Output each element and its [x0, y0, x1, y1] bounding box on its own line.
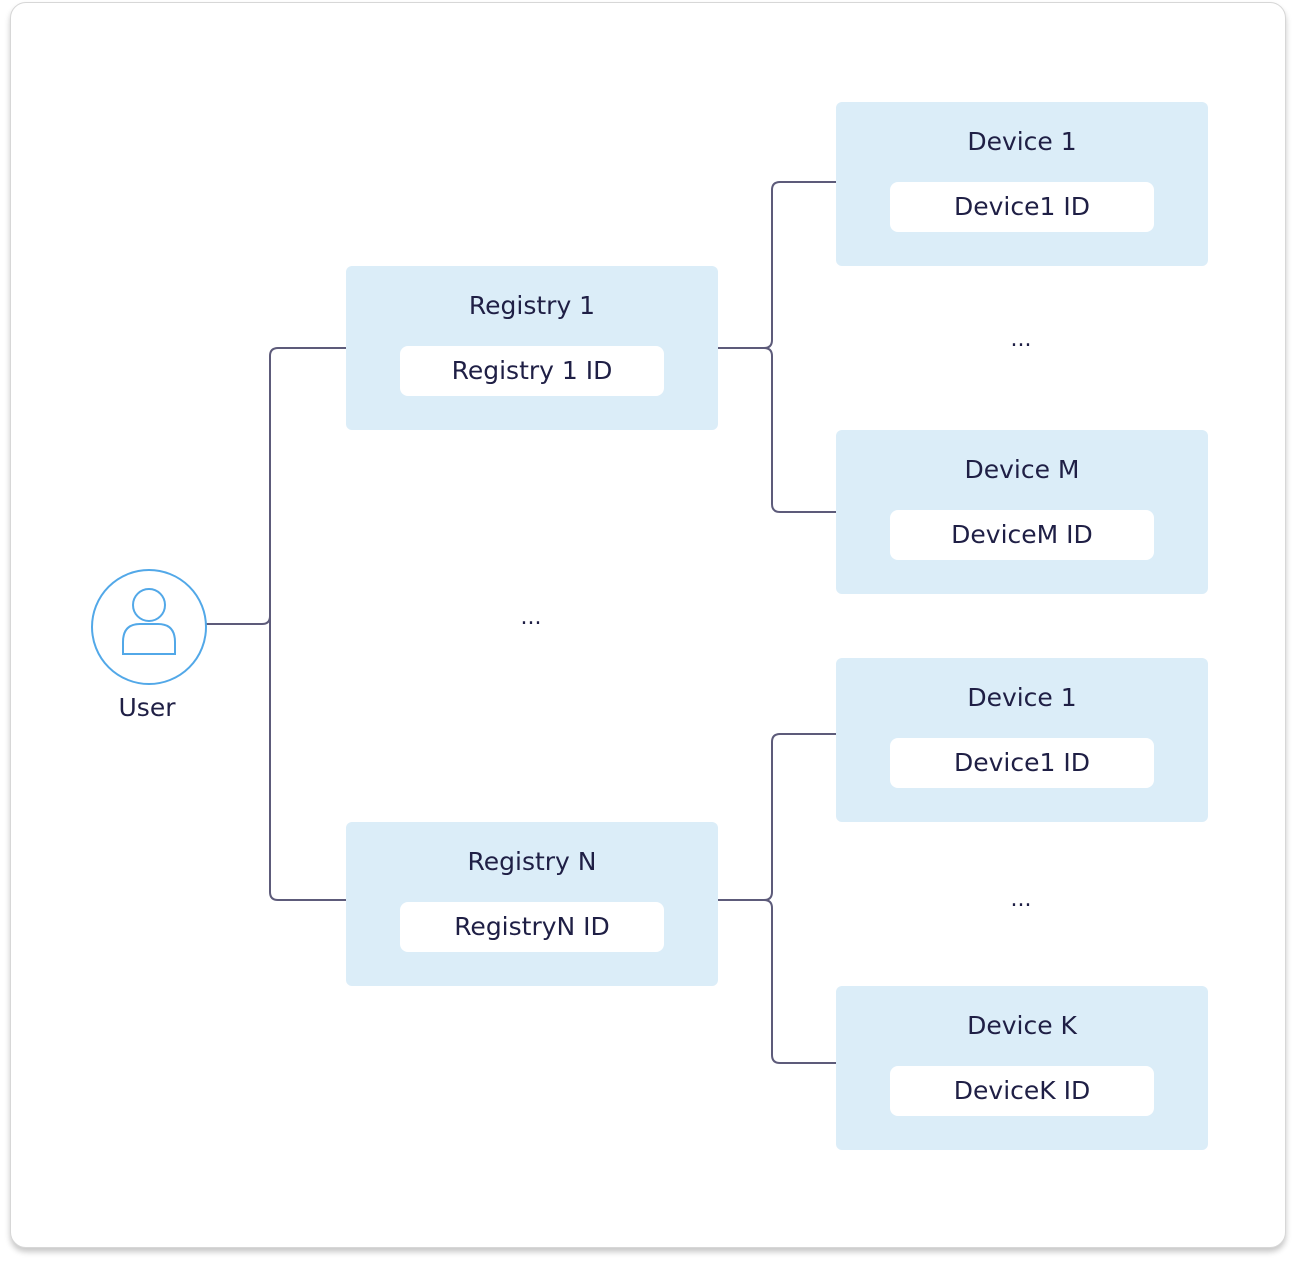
user-avatar	[91, 569, 207, 685]
connector-registry-1-to-device-m	[763, 347, 836, 513]
registry-title: Registry 1	[468, 291, 596, 320]
device-title: Device 1	[967, 127, 1077, 156]
device-id: Device1 ID	[890, 182, 1154, 232]
registry-id: RegistryN ID	[400, 902, 664, 952]
connector-user-to-registry-1	[269, 347, 346, 616]
registries-ellipsis: ...	[520, 605, 542, 630]
registry-1-device-1-node: Device 1 Device1 ID	[836, 102, 1208, 266]
device-id: DeviceK ID	[890, 1066, 1154, 1116]
registry-n-device-k-node: Device K DeviceK ID	[836, 986, 1208, 1150]
device-id: Device1 ID	[890, 738, 1154, 788]
registry-title: Registry N	[467, 847, 597, 876]
registry-n-device-1-node: Device 1 Device1 ID	[836, 658, 1208, 822]
registry-1-device-m-node: Device M DeviceM ID	[836, 430, 1208, 594]
registry-n-node: Registry N RegistryN ID	[346, 822, 718, 986]
connector-registry-n-to-device-1	[718, 733, 836, 901]
registry-1-node: Registry 1 Registry 1 ID	[346, 266, 718, 430]
connector-registry-n-to-device-k	[763, 899, 836, 1064]
device-id: DeviceM ID	[890, 510, 1154, 560]
user-label: User	[118, 693, 176, 722]
connector-user-to-registry-n	[269, 616, 346, 901]
device-title: Device M	[964, 455, 1080, 484]
registry-n-devices-ellipsis: ...	[1010, 887, 1032, 912]
device-title: Device 1	[967, 683, 1077, 712]
user-icon	[122, 588, 176, 655]
registry-id: Registry 1 ID	[400, 346, 664, 396]
connector-user-trunk	[205, 615, 271, 625]
device-title: Device K	[967, 1011, 1077, 1040]
connector-registry-1-to-device-1	[718, 181, 836, 349]
registry-1-devices-ellipsis: ...	[1010, 327, 1032, 352]
